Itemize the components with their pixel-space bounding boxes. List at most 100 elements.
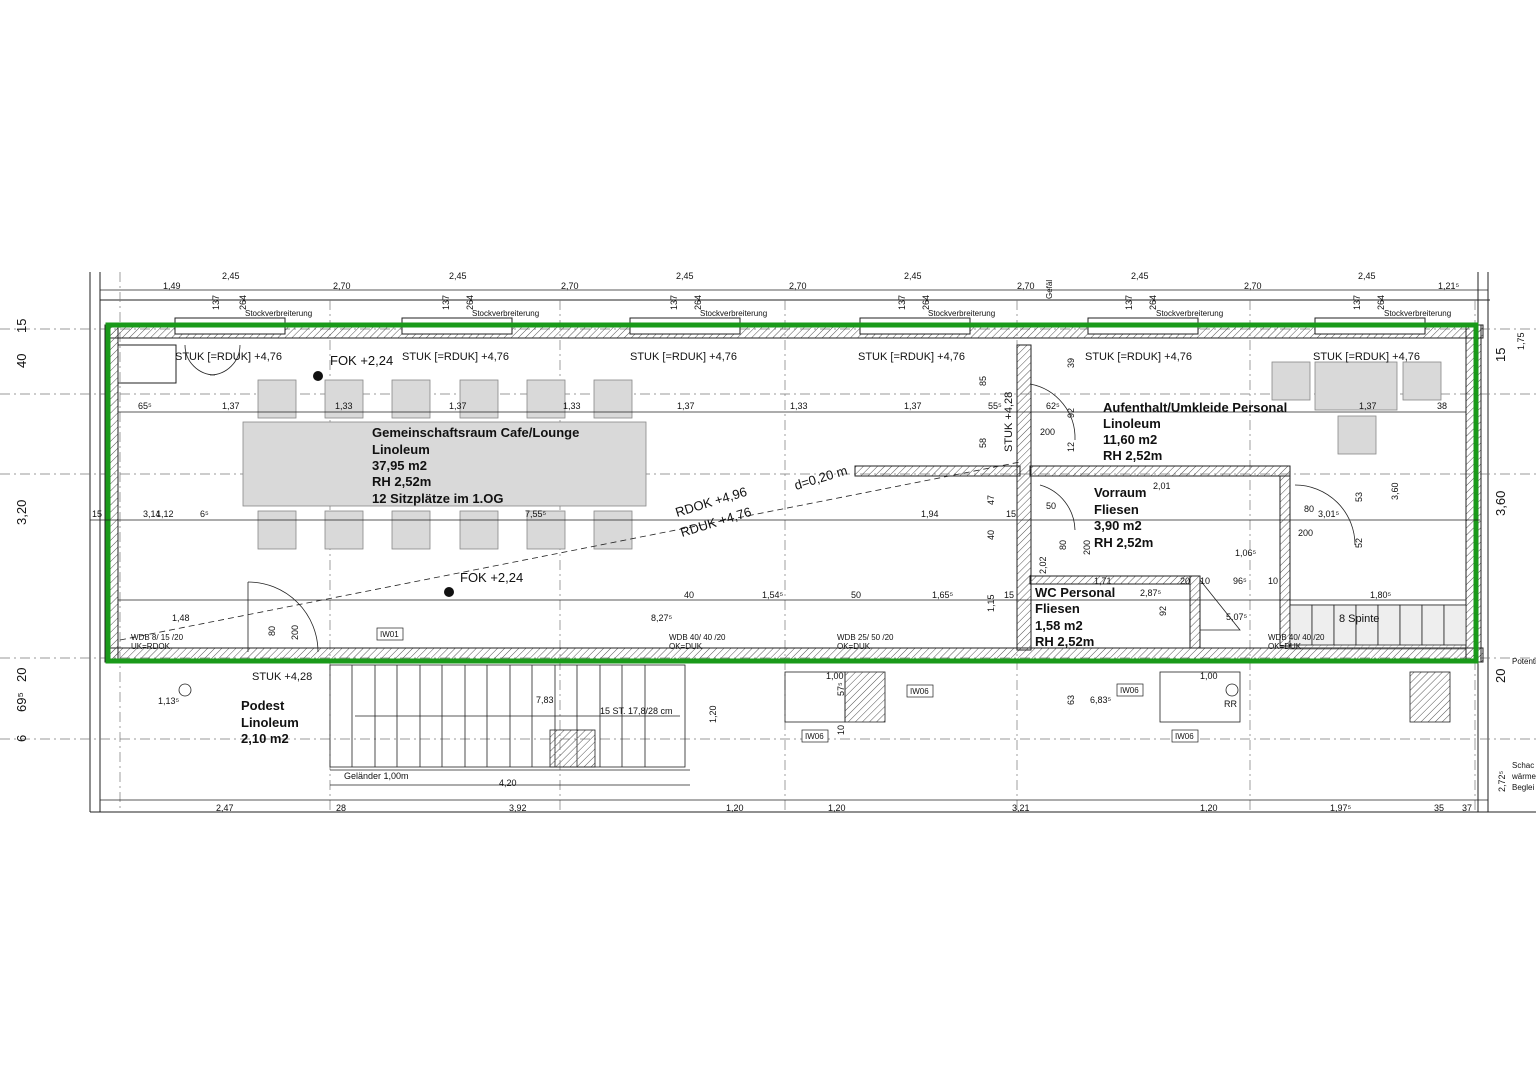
dim-label: Beglei [1512, 783, 1534, 792]
dim-label: 1,37 [222, 401, 240, 411]
dim-label: 15 [1493, 348, 1508, 362]
chair [1337, 415, 1377, 455]
dim-label: 200 [1082, 540, 1092, 555]
dim-label: 3,21 [1012, 803, 1030, 813]
dim-label: 6,83⁵ [1090, 695, 1112, 705]
iw-tag: IW06 [1120, 686, 1139, 695]
window-height: 264 [921, 295, 931, 310]
room-area: 3,90 m2 [1094, 518, 1142, 533]
window-width: 137 [211, 295, 221, 310]
dim-label: 2,47 [216, 803, 234, 813]
opening-label: WDB 40/ 40 /20 [669, 633, 726, 642]
dim-label: 3,14 [143, 509, 161, 519]
inner-dims-2: 15 3,14 1,12 6⁵ 7,55⁵ 1,94 15 3,01⁵ [92, 509, 1340, 519]
window-height: 264 [238, 295, 248, 310]
window-width: 137 [441, 295, 451, 310]
dim-label: Schac [1512, 761, 1534, 770]
opening-label: UK=RDOK [131, 642, 171, 651]
dim-label: 1,00 [826, 671, 844, 681]
dim-label: 15 [92, 509, 102, 519]
dim-label: 1,97⁵ [1330, 803, 1352, 813]
dim-label: 20 [1493, 669, 1508, 683]
room-area: 1,58 m2 [1035, 618, 1083, 633]
opening-label: OK=DUK [1268, 642, 1302, 651]
dim-label: 5,07⁵ [1226, 612, 1248, 622]
dim-label: 1,94 [921, 509, 939, 519]
dim-label: 1,71 [1094, 576, 1112, 586]
dim-label: 7,55⁵ [525, 509, 547, 519]
dim-label: 1,75 [1516, 332, 1526, 350]
room-name: WC Personal [1035, 585, 1115, 600]
stuk-label: STUK [=RDUK] +4,76 [402, 351, 509, 363]
right-dims: 15 1,75 3,60 20 2,72⁵ [1493, 332, 1526, 792]
dim-label: 1,80⁵ [1370, 590, 1392, 600]
dim-label: 80 [267, 626, 277, 636]
dim-label: 1,65⁵ [932, 590, 954, 600]
dim-label: 96⁵ [1233, 576, 1247, 586]
dim-label: 10 [1200, 576, 1210, 586]
iw-tag: IW06 [1175, 732, 1194, 741]
dim-label: 40 [684, 590, 694, 600]
dim-label: 1,37 [449, 401, 467, 411]
dim-label: 1,33 [790, 401, 808, 411]
dim-label: 2,72⁵ [1497, 770, 1507, 792]
dim-label: 40 [14, 354, 29, 368]
iw-tags: IW01 IW06 IW06 IW06 IW06 [376, 627, 1199, 743]
misc-dimensions: 200 80 200 80 200 58 85 39 92 12 47 40 5… [158, 280, 1536, 792]
dim-label: 1,54⁵ [762, 590, 784, 600]
dim-label: 200 [1298, 528, 1313, 538]
stockverbreiterung-label: Stockverbreiterung [472, 309, 539, 318]
chair [459, 510, 499, 550]
stair [329, 664, 690, 786]
dim-label: 1,12 [156, 509, 174, 519]
dim-label: 200 [290, 625, 300, 640]
dim-label: 92 [1066, 408, 1076, 418]
dim-label: 2,45 [904, 271, 922, 281]
dim-label: 28 [336, 803, 346, 813]
window-height: 264 [1148, 295, 1158, 310]
chair [391, 510, 431, 550]
room-aufenthalt: Aufenthalt/Umkleide Personal Linoleum 11… [1103, 400, 1287, 463]
dim-label: 3,92 [509, 803, 527, 813]
dimension-lines [90, 289, 1488, 801]
opening-label: WDB 40/ 40 /20 [1268, 633, 1325, 642]
iw-tag: IW06 [910, 687, 929, 696]
chair [1271, 361, 1311, 401]
dim-label: 62⁵ [1046, 401, 1060, 411]
opening-label: OK=DUK [837, 642, 871, 651]
dim-label: 1,06⁵ [1235, 548, 1257, 558]
opening-label: WDB 8/ 15 /20 [131, 633, 184, 642]
dim-label: 2,70 [333, 281, 351, 291]
dim-label: 8,27⁵ [651, 613, 673, 623]
dim-label: 2,45 [676, 271, 694, 281]
dim-label: 1,37 [904, 401, 922, 411]
stockverbreiterung-label: Stockverbreiterung [1384, 309, 1451, 318]
room-name: Vorraum [1094, 485, 1147, 500]
dim-label: 2,02 [1038, 556, 1048, 574]
dim-label: 20 [1180, 576, 1190, 586]
dim-label: 40 [986, 530, 996, 540]
room-height: RH 2,52m [1094, 535, 1153, 550]
iw-tag: IW01 [380, 630, 399, 639]
dim-label: 39 [1066, 358, 1076, 368]
dim-label: 15 [1006, 509, 1016, 519]
stuk-podest-label: STUK +4,28 [252, 671, 312, 683]
dim-label: 2,70 [561, 281, 579, 291]
dim-label: 57⁵ [836, 682, 846, 696]
inner-dims-1: 65⁵ 1,37 1,33 1,37 1,33 1,37 1,33 1,37 5… [138, 401, 1447, 411]
room-gemeinschaftsraum: Gemeinschaftsraum Cafe/Lounge Linoleum 3… [372, 425, 579, 506]
dim-label: 50 [1046, 501, 1056, 511]
dim-label: 1,13⁵ [158, 696, 180, 706]
dim-label: 1,33 [563, 401, 581, 411]
left-dims: 15 40 3,20 20 69⁵ 6 [14, 319, 29, 742]
window-height: 264 [1376, 295, 1386, 310]
room-floor: Fliesen [1035, 601, 1080, 616]
room-area: 2,10 m2 [241, 731, 289, 746]
dim-label: 15 [14, 319, 29, 333]
dim-label: 37 [1462, 803, 1472, 813]
chair [593, 510, 633, 550]
highlight-outline [105, 322, 1479, 664]
door-swings [184, 344, 1356, 653]
dim-label: 53 [1354, 492, 1364, 502]
room-name: Aufenthalt/Umkleide Personal [1103, 400, 1287, 415]
